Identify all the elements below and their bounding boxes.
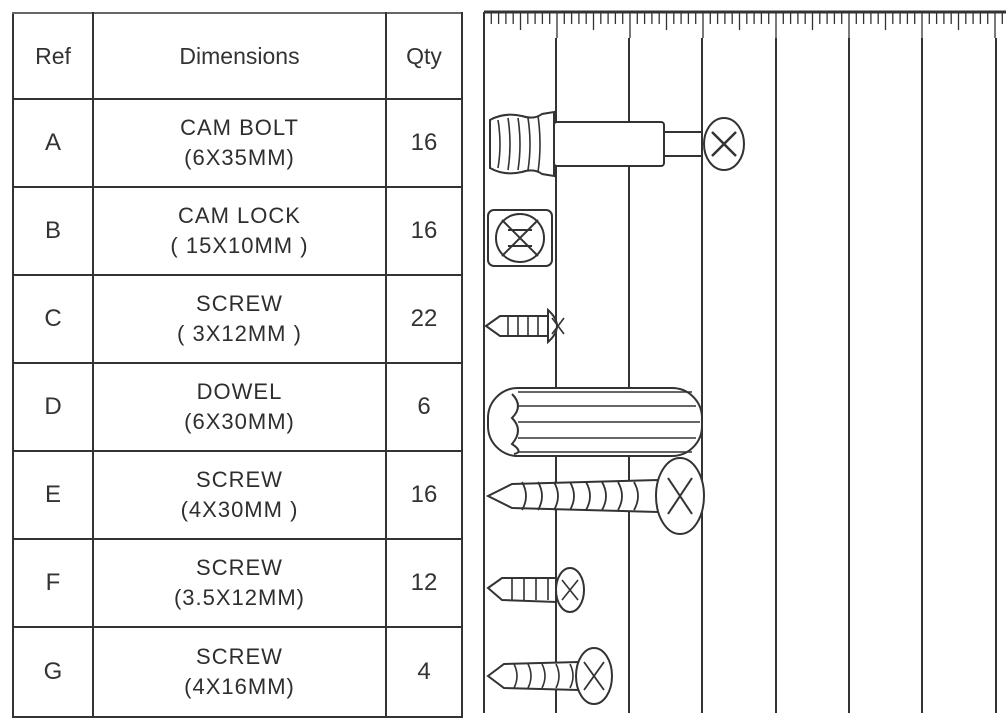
- dimensions-cell: SCREW (3.5X12MM): [92, 538, 387, 628]
- dimensions-cell: SCREW (4X16MM): [92, 626, 387, 718]
- qty-cell: 16: [385, 186, 463, 276]
- ruler-scale: [483, 10, 1006, 38]
- dimensions-header: Dimensions: [92, 12, 387, 100]
- part-size: (6X30MM): [184, 409, 295, 434]
- ref-cell: G: [12, 626, 94, 718]
- ref-header: Ref: [12, 12, 94, 100]
- ref-cell: A: [12, 98, 94, 188]
- part-size: ( 15X10MM ): [170, 233, 309, 258]
- screw-icon: [486, 647, 613, 705]
- size-guide-panel: [482, 8, 1008, 713]
- dimensions-cell: CAM LOCK ( 15X10MM ): [92, 186, 387, 276]
- part-row-g: G SCREW (4X16MM) 4: [12, 626, 463, 718]
- dimensions-cell: SCREW ( 3X12MM ): [92, 274, 387, 364]
- small-screw-icon: [484, 307, 565, 345]
- ref-cell: B: [12, 186, 94, 276]
- part-size: ( 3X12MM ): [177, 321, 302, 346]
- screw-icon: [486, 567, 585, 613]
- part-size: (3.5X12MM): [173, 585, 306, 610]
- dowel-icon: [487, 387, 703, 457]
- part-name: SCREW: [196, 644, 283, 669]
- qty-cell: 16: [385, 450, 463, 540]
- dimensions-cell: CAM BOLT (6X35MM): [92, 98, 387, 188]
- part-row-c: C SCREW ( 3X12MM ) 22: [12, 274, 463, 364]
- part-name: DOWEL: [196, 379, 283, 404]
- part-name: CAM BOLT: [180, 115, 299, 140]
- parts-table: Ref Dimensions Qty A CAM BOLT (6X35MM) 1…: [12, 12, 463, 718]
- part-size: (4X16MM): [184, 674, 295, 699]
- ref-cell: E: [12, 450, 94, 540]
- qty-cell: 6: [385, 362, 463, 452]
- part-size: (4X30MM ): [180, 497, 299, 522]
- long-screw-icon: [485, 457, 705, 535]
- qty-cell: 16: [385, 98, 463, 188]
- qty-cell: 22: [385, 274, 463, 364]
- part-size: (6X35MM): [184, 145, 295, 170]
- ref-cell: F: [12, 538, 94, 628]
- cam-lock-icon: [487, 209, 553, 267]
- qty-header: Qty: [385, 12, 463, 100]
- part-name: SCREW: [196, 291, 283, 316]
- part-row-d: D DOWEL (6X30MM) 6: [12, 362, 463, 452]
- dimensions-cell: DOWEL (6X30MM): [92, 362, 387, 452]
- size-guide: [483, 10, 1006, 713]
- ref-cell: C: [12, 274, 94, 364]
- part-row-f: F SCREW (3.5X12MM) 12: [12, 538, 463, 628]
- ref-cell: D: [12, 362, 94, 452]
- dimensions-cell: SCREW (4X30MM ): [92, 450, 387, 540]
- part-row-a: A CAM BOLT (6X35MM) 16: [12, 98, 463, 188]
- part-row-b: B CAM LOCK ( 15X10MM ) 16: [12, 186, 463, 276]
- part-name: CAM LOCK: [178, 203, 301, 228]
- cam-bolt-icon: [489, 110, 745, 178]
- qty-cell: 4: [385, 626, 463, 718]
- part-name: SCREW: [196, 467, 283, 492]
- qty-cell: 12: [385, 538, 463, 628]
- header-row: Ref Dimensions Qty: [12, 12, 463, 100]
- part-row-e: E SCREW (4X30MM ) 16: [12, 450, 463, 540]
- part-name: SCREW: [196, 555, 283, 580]
